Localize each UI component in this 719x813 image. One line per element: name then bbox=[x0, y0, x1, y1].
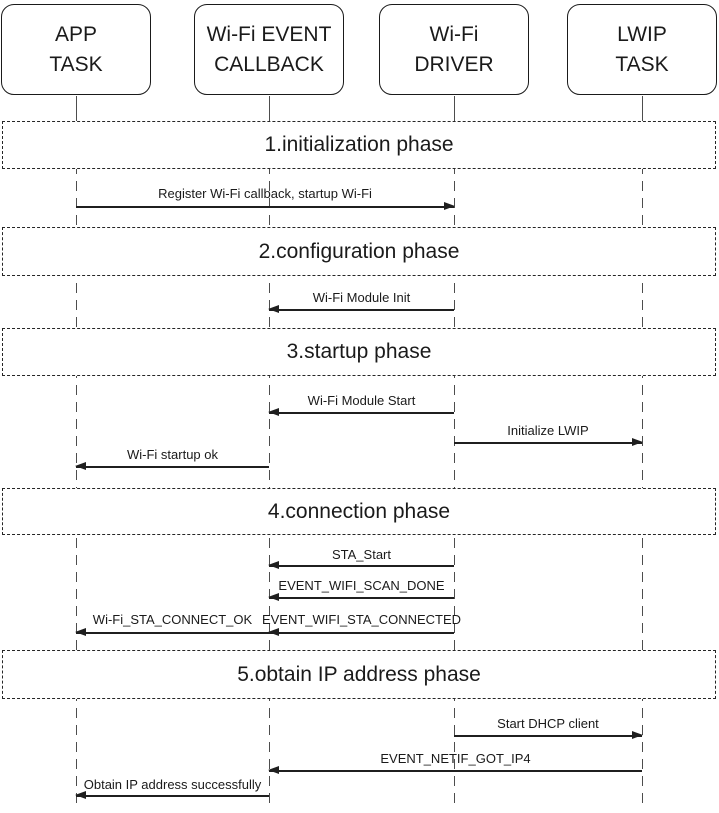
phase-banner-startup: 3.startup phase bbox=[2, 328, 716, 376]
phase-label: 1.initialization phase bbox=[264, 133, 454, 156]
arrowhead-left-icon bbox=[75, 628, 86, 636]
message-label-wifi-module-init: Wi-Fi Module Init bbox=[312, 290, 411, 305]
message-arrow-event-wifi-scan-done bbox=[268, 593, 454, 601]
lifeline-app-task bbox=[75, 96, 77, 806]
message-arrow-initialize-lwip bbox=[454, 438, 643, 446]
message-arrow-wifi-module-init bbox=[268, 305, 454, 313]
message-label-obtain-ip-success: Obtain IP address successfully bbox=[83, 777, 262, 792]
arrowhead-left-icon bbox=[268, 766, 279, 774]
message-arrow-obtain-ip-success bbox=[75, 791, 269, 799]
phase-banner-connection: 4.connection phase bbox=[2, 488, 716, 535]
arrowhead-right-icon bbox=[632, 731, 643, 739]
actor-label-wifi-event-callback: Wi-Fi EVENT CALLBACK bbox=[206, 22, 332, 76]
actor-box-app-task: APP TASK bbox=[1, 4, 151, 95]
arrowhead-left-icon bbox=[268, 561, 279, 569]
actor-box-wifi-event-callback: Wi-Fi EVENT CALLBACK bbox=[194, 4, 344, 95]
message-arrow-wifi-module-start bbox=[268, 408, 454, 416]
message-label-event-wifi-sta-connected: EVENT_WIFI_STA_CONNECTED bbox=[261, 612, 462, 627]
actor-label-wifi-driver: Wi-Fi DRIVER bbox=[414, 22, 494, 76]
actor-box-wifi-driver: Wi-Fi DRIVER bbox=[379, 4, 529, 95]
message-label-sta-start: STA_Start bbox=[331, 547, 391, 562]
lifeline-lwip-task bbox=[641, 96, 643, 806]
arrowhead-left-icon bbox=[268, 593, 279, 601]
message-arrow-wifi-startup-ok bbox=[75, 462, 269, 470]
message-arrow-sta-start bbox=[268, 561, 454, 569]
message-label-event-netif-got-ip4: EVENT_NETIF_GOT_IP4 bbox=[380, 751, 531, 766]
message-arrow-register-wifi-callback bbox=[76, 202, 455, 210]
message-arrow-wifi-sta-connect-ok bbox=[75, 628, 269, 636]
phase-banner-configuration: 2.configuration phase bbox=[2, 227, 716, 276]
message-label-initialize-lwip: Initialize LWIP bbox=[507, 423, 589, 438]
message-arrow-start-dhcp-client bbox=[454, 731, 643, 739]
arrowhead-left-icon bbox=[268, 305, 279, 313]
message-label-wifi-module-start: Wi-Fi Module Start bbox=[307, 393, 416, 408]
arrowhead-left-icon bbox=[268, 628, 279, 636]
arrowhead-left-icon bbox=[268, 408, 279, 416]
phase-label: 2.configuration phase bbox=[258, 239, 460, 263]
message-label-wifi-sta-connect-ok: Wi-Fi_STA_CONNECT_OK bbox=[92, 612, 253, 627]
message-label-wifi-startup-ok: Wi-Fi startup ok bbox=[126, 447, 218, 462]
arrowhead-left-icon bbox=[75, 791, 86, 799]
message-label-start-dhcp-client: Start DHCP client bbox=[497, 716, 599, 731]
actor-label-lwip-task: LWIP TASK bbox=[615, 22, 669, 76]
message-label-register-wifi-callback: Register Wi-Fi callback, startup Wi-Fi bbox=[158, 186, 372, 201]
message-label-event-wifi-scan-done: EVENT_WIFI_SCAN_DONE bbox=[278, 578, 445, 593]
arrowhead-right-icon bbox=[632, 438, 643, 446]
lifeline-wifi-event-callback bbox=[268, 96, 270, 806]
phase-label: 4.connection phase bbox=[267, 499, 451, 523]
phase-label: 3.startup phase bbox=[286, 340, 432, 363]
phase-banner-initialization: 1.initialization phase bbox=[2, 121, 716, 169]
actor-box-lwip-task: LWIP TASK bbox=[567, 4, 717, 95]
actor-label-app-task: APP TASK bbox=[49, 22, 103, 76]
phase-label: 5.obtain IP address phase bbox=[237, 662, 481, 686]
message-arrow-event-netif-got-ip4 bbox=[268, 766, 642, 774]
message-arrow-event-wifi-sta-connected bbox=[268, 628, 454, 636]
arrowhead-left-icon bbox=[75, 462, 86, 470]
arrowhead-right-icon bbox=[444, 202, 455, 210]
phase-banner-obtain-ip: 5.obtain IP address phase bbox=[2, 650, 716, 699]
lifeline-wifi-driver bbox=[453, 96, 455, 806]
